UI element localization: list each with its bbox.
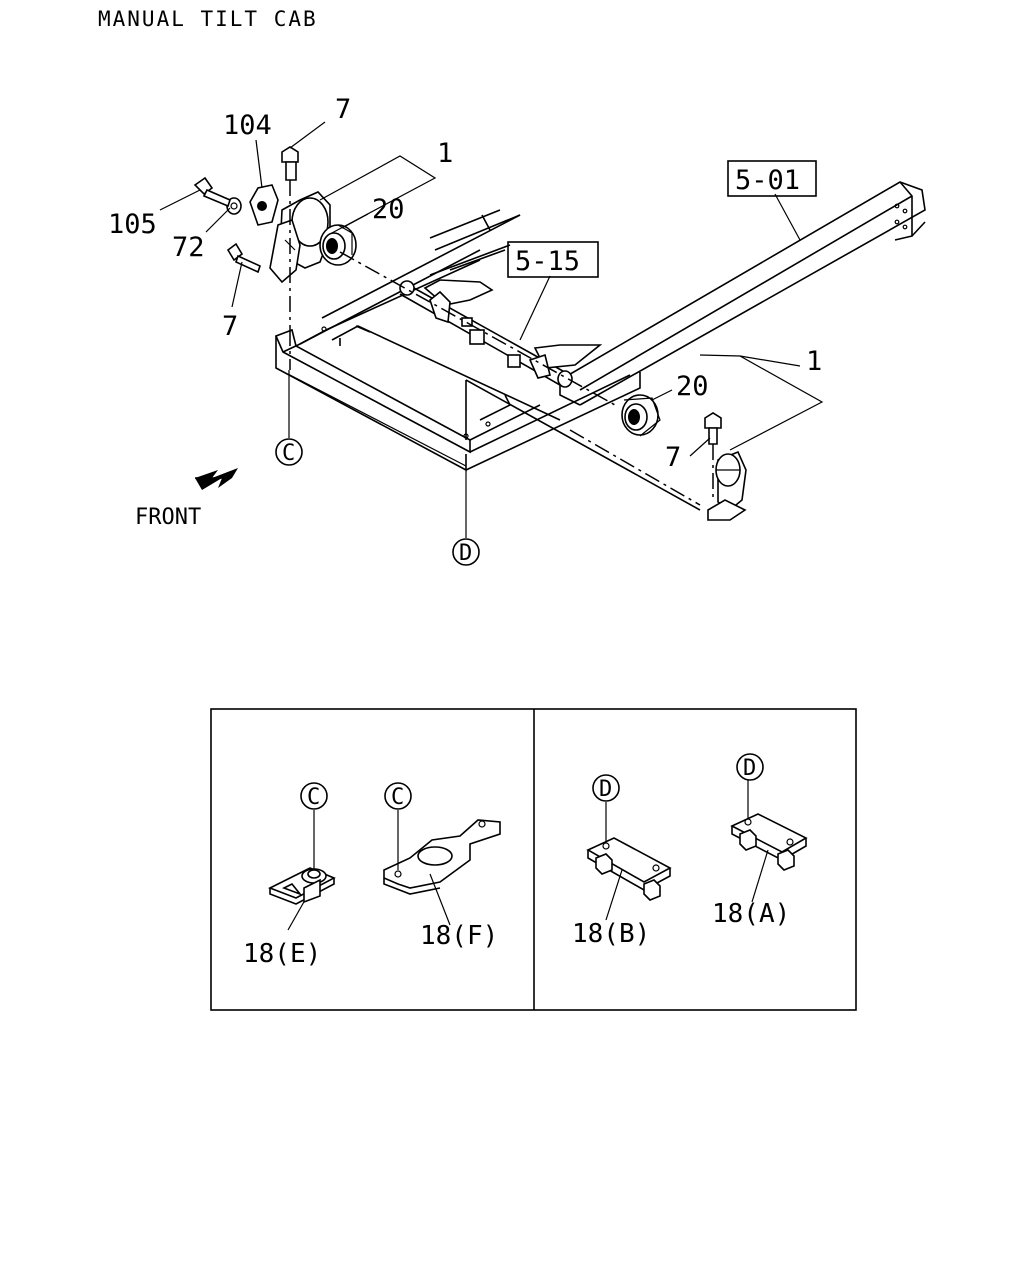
marker-c-inset-f: C bbox=[384, 782, 412, 810]
callout-72: 72 bbox=[172, 232, 205, 263]
part-18a-plate bbox=[730, 780, 808, 903]
marker-d-inset-a: D bbox=[736, 753, 764, 781]
part-18f-plate bbox=[383, 810, 501, 926]
ref-5-15[interactable]: 5-15 bbox=[515, 246, 580, 277]
left-bracket-assembly bbox=[193, 146, 357, 284]
svg-text:D: D bbox=[459, 541, 472, 566]
ref-box-515 bbox=[507, 241, 599, 278]
label-18a: 18(A) bbox=[712, 899, 790, 929]
callout-7-right: 7 bbox=[665, 442, 681, 473]
marker-c-inset-e: C bbox=[300, 782, 328, 810]
svg-text:C: C bbox=[282, 441, 295, 466]
part-18b-plate bbox=[586, 802, 672, 921]
label-18f: 18(F) bbox=[420, 921, 498, 951]
svg-text:D: D bbox=[743, 756, 756, 781]
ref-box-501 bbox=[727, 160, 817, 197]
marker-d-inset-b: D bbox=[592, 774, 620, 802]
callout-7-left: 7 bbox=[222, 311, 238, 342]
leader-lines bbox=[159, 121, 824, 538]
assembly-centerlines bbox=[289, 180, 714, 511]
ref-5-01[interactable]: 5-01 bbox=[735, 165, 800, 196]
front-arrow-icon bbox=[195, 468, 238, 490]
callout-1-top: 1 bbox=[437, 138, 453, 169]
label-18e: 18(E) bbox=[243, 939, 321, 969]
callout-20-top: 20 bbox=[372, 194, 405, 225]
callout-105: 105 bbox=[108, 209, 157, 240]
diagram-title: MANUAL TILT CAB bbox=[98, 7, 318, 31]
tilt-shaft bbox=[399, 279, 603, 388]
callout-1-right: 1 bbox=[806, 346, 822, 377]
marker-c-main: C bbox=[275, 438, 303, 466]
front-label: FRONT bbox=[135, 505, 201, 530]
part-18e-plate bbox=[268, 810, 336, 931]
svg-text:C: C bbox=[307, 785, 320, 810]
callout-104: 104 bbox=[223, 110, 272, 141]
svg-text:C: C bbox=[391, 785, 404, 810]
frame-beam bbox=[559, 181, 926, 406]
detail-inset bbox=[210, 708, 857, 1011]
label-18b: 18(B) bbox=[572, 919, 650, 949]
callout-20-right: 20 bbox=[676, 371, 709, 402]
callout-7-top: 7 bbox=[335, 94, 351, 125]
svg-text:D: D bbox=[599, 777, 612, 802]
right-bracket-assembly bbox=[621, 394, 747, 521]
marker-d-main: D bbox=[452, 538, 480, 566]
